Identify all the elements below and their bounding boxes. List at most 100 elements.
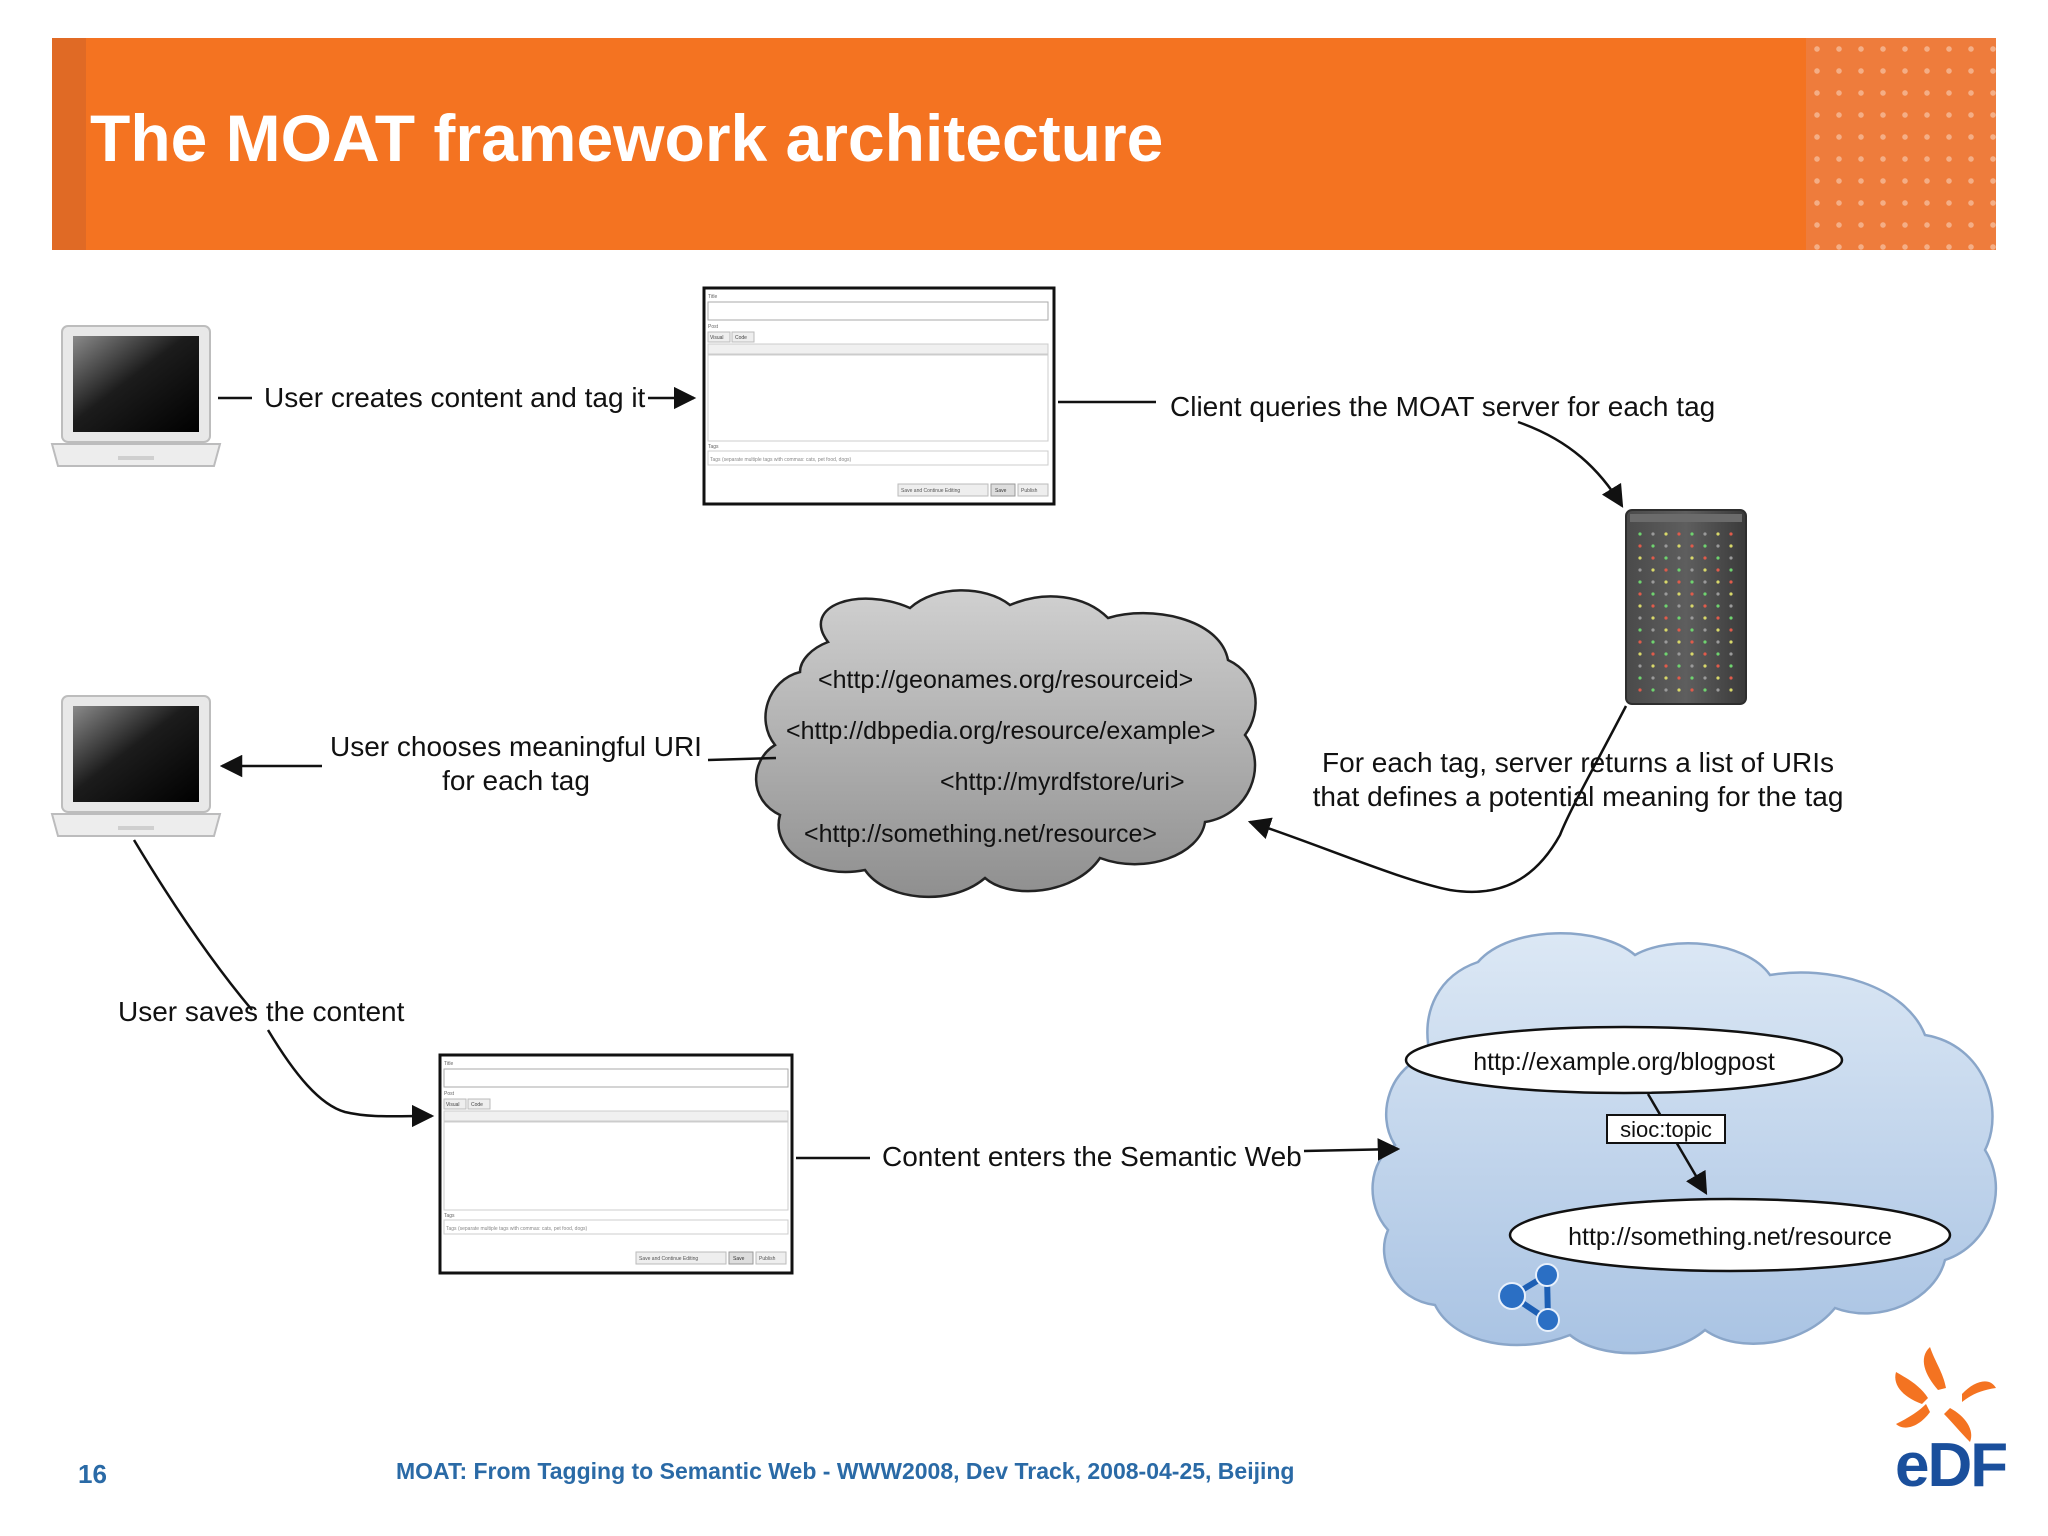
server-led bbox=[1690, 556, 1693, 559]
server-led bbox=[1703, 604, 1706, 607]
server-led bbox=[1729, 688, 1732, 691]
footer-text: MOAT: From Tagging to Semantic Web - WWW… bbox=[396, 1458, 1294, 1485]
server-led bbox=[1677, 628, 1680, 631]
server-led bbox=[1651, 676, 1654, 679]
server-led bbox=[1638, 592, 1641, 595]
step-query-label: Client queries the MOAT server for each … bbox=[1170, 391, 1715, 422]
editor-publish-button: Publish bbox=[1021, 488, 1038, 494]
server-led bbox=[1677, 664, 1680, 667]
server-led bbox=[1716, 628, 1719, 631]
server-led bbox=[1690, 640, 1693, 643]
server-led bbox=[1638, 676, 1641, 679]
server-led bbox=[1703, 556, 1706, 559]
editor-title-label: Title bbox=[708, 294, 717, 300]
triple-predicate-label: sioc:topic bbox=[1620, 1117, 1712, 1142]
editor-screenshot: Title Post Visual Code Tags Tags (separa… bbox=[704, 288, 1054, 504]
server-led bbox=[1677, 556, 1680, 559]
edf-logo-text: eDF bbox=[1895, 1430, 2006, 1501]
server-led bbox=[1664, 592, 1667, 595]
server-led bbox=[1690, 616, 1693, 619]
editor-save-continue-button: Save and Continue Editing bbox=[639, 1256, 698, 1262]
server-led bbox=[1729, 676, 1732, 679]
server-led bbox=[1716, 640, 1719, 643]
server-led bbox=[1651, 628, 1654, 631]
server-led bbox=[1690, 604, 1693, 607]
server-led bbox=[1729, 556, 1732, 559]
server-led bbox=[1677, 580, 1680, 583]
uri-item: <http://geonames.org/resourceid> bbox=[818, 666, 1193, 694]
server-led bbox=[1677, 544, 1680, 547]
server-led bbox=[1677, 532, 1680, 535]
server-led bbox=[1664, 604, 1667, 607]
server-led bbox=[1664, 580, 1667, 583]
editor-save-button: Save bbox=[995, 488, 1007, 494]
server-led bbox=[1638, 640, 1641, 643]
server-led bbox=[1690, 592, 1693, 595]
step-choose-label: User chooses meaningful URI bbox=[330, 731, 702, 762]
editor-tab-visual: Visual bbox=[446, 1102, 460, 1108]
editor-save-continue-button: Save and Continue Editing bbox=[901, 488, 960, 494]
server-led bbox=[1716, 652, 1719, 655]
server-led bbox=[1716, 592, 1719, 595]
server-led bbox=[1638, 688, 1641, 691]
server-led bbox=[1729, 544, 1732, 547]
triple-subject-label: http://example.org/blogpost bbox=[1473, 1048, 1775, 1076]
server-led bbox=[1651, 652, 1654, 655]
server-led bbox=[1729, 568, 1732, 571]
uri-item: <http://myrdfstore/uri> bbox=[940, 768, 1185, 796]
server-led bbox=[1664, 616, 1667, 619]
server-led bbox=[1664, 688, 1667, 691]
connector-line bbox=[134, 840, 252, 1010]
server-led bbox=[1703, 688, 1706, 691]
server-led bbox=[1729, 604, 1732, 607]
server-led bbox=[1664, 652, 1667, 655]
server-led bbox=[1716, 580, 1719, 583]
editor-save-button: Save bbox=[733, 1256, 745, 1262]
step-enter-label: Content enters the Semantic Web bbox=[882, 1141, 1302, 1172]
server-led bbox=[1703, 592, 1706, 595]
server-led bbox=[1677, 568, 1680, 571]
editor-tab-visual: Visual bbox=[710, 335, 724, 341]
server-led bbox=[1664, 544, 1667, 547]
step-return-label: For each tag, server returns a list of U… bbox=[1322, 747, 1834, 778]
server-led bbox=[1677, 676, 1680, 679]
server-led bbox=[1664, 556, 1667, 559]
server-led bbox=[1729, 532, 1732, 535]
server-led bbox=[1664, 676, 1667, 679]
editor-tags-label: Tags bbox=[444, 1213, 455, 1219]
server-led bbox=[1729, 652, 1732, 655]
server-led bbox=[1651, 616, 1654, 619]
server-led bbox=[1703, 580, 1706, 583]
server-led bbox=[1703, 628, 1706, 631]
server-led bbox=[1729, 628, 1732, 631]
server-led bbox=[1638, 556, 1641, 559]
server-led bbox=[1729, 640, 1732, 643]
server-led bbox=[1664, 664, 1667, 667]
server-led bbox=[1651, 664, 1654, 667]
editor-post-label: Post bbox=[444, 1091, 455, 1097]
server-led bbox=[1677, 604, 1680, 607]
server-led bbox=[1638, 568, 1641, 571]
server-led bbox=[1638, 664, 1641, 667]
editor-title-label: Title bbox=[444, 1061, 453, 1067]
server-led bbox=[1716, 676, 1719, 679]
server-led bbox=[1638, 604, 1641, 607]
editor-post-label: Post bbox=[708, 324, 719, 330]
triple-object-label: http://something.net/resource bbox=[1568, 1223, 1892, 1251]
server-led bbox=[1638, 628, 1641, 631]
server-led bbox=[1651, 544, 1654, 547]
server-led bbox=[1716, 616, 1719, 619]
server-led bbox=[1677, 640, 1680, 643]
step-return-label-2: that defines a potential meaning for the… bbox=[1313, 781, 1844, 812]
step-create-label: User creates content and tag it bbox=[264, 382, 646, 413]
editor-publish-button: Publish bbox=[759, 1256, 776, 1262]
server-led bbox=[1703, 640, 1706, 643]
page-number: 16 bbox=[78, 1459, 107, 1490]
server-led bbox=[1638, 616, 1641, 619]
server-led bbox=[1664, 628, 1667, 631]
server-led bbox=[1703, 676, 1706, 679]
arrow-to-server bbox=[1518, 422, 1622, 506]
step-choose-label-2: for each tag bbox=[442, 765, 590, 796]
server-led bbox=[1716, 544, 1719, 547]
